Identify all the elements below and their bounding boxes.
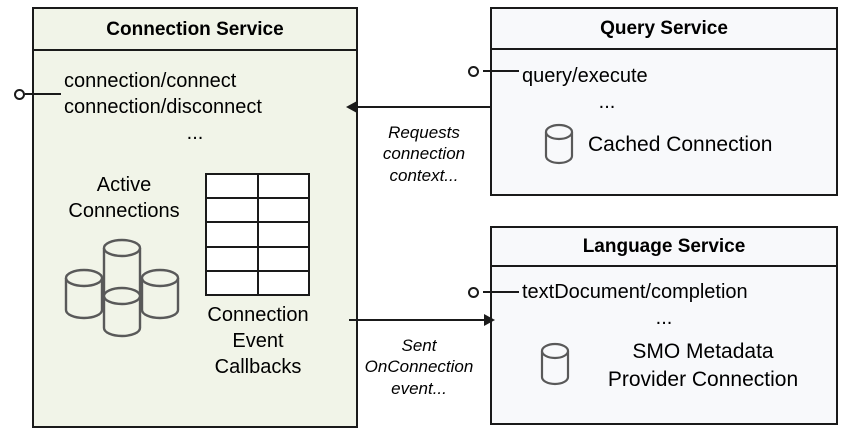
endpoint-connection-ellipsis: ...	[186, 122, 204, 144]
active-connections-cylinder-cluster	[56, 233, 192, 339]
smo-metadata-label-line1: SMO Metadata	[632, 340, 774, 363]
table-cell	[256, 197, 310, 224]
table-row	[205, 197, 310, 224]
table-cell	[205, 245, 259, 272]
database-cluster-icon	[64, 238, 180, 338]
edge-label-line1: Sent	[401, 336, 437, 355]
table-row	[205, 221, 310, 248]
endpoint-connection-connect: connection/connect	[64, 70, 237, 92]
cached-connection-database-icon	[542, 122, 576, 171]
table-cell	[205, 197, 259, 224]
component-query-service[interactable]: Query Service query/execute ... Cached C…	[490, 7, 838, 196]
query-service-provided-interface-icon[interactable]	[468, 66, 479, 77]
cached-connection-label: Cached Connection	[588, 133, 773, 156]
language-service-title: Language Service	[492, 228, 836, 267]
smo-metadata-database-icon	[538, 341, 572, 392]
edge-label-line3: context...	[389, 165, 459, 185]
endpoint-query-ellipsis: ...	[598, 91, 616, 113]
table-cell	[256, 172, 310, 200]
endpoint-connection-disconnect: connection/disconnect	[64, 96, 262, 118]
connection-service-title: Connection Service	[34, 9, 356, 51]
table-row	[205, 172, 310, 200]
connection-service-provided-interface-icon[interactable]	[14, 89, 25, 100]
connection-service-body: connection/connect connection/disconnect…	[34, 51, 356, 426]
smo-metadata-label-line2: Provider Connection	[607, 368, 799, 391]
edge-connection-to-language-arrowhead	[484, 314, 495, 326]
edge-query-to-connection-label: Requests connection context...	[364, 122, 484, 186]
endpoint-language-ellipsis: ...	[655, 307, 673, 329]
callbacks-label-line2: Event	[232, 330, 284, 352]
table-cell	[256, 269, 310, 297]
table-cell	[205, 221, 259, 248]
endpoint-query-execute: query/execute	[522, 65, 648, 87]
edge-label-line3: event...	[391, 378, 447, 398]
edge-label-line2: connection	[382, 144, 466, 164]
active-connections-label-line2: Connections	[68, 200, 180, 222]
edge-label-line1: Requests	[388, 123, 460, 142]
language-service-provided-interface-icon[interactable]	[468, 287, 479, 298]
callbacks-label-line1: Connection	[207, 304, 309, 326]
table-cell	[205, 172, 259, 200]
edge-connection-to-language-label: Sent OnConnection event...	[355, 335, 483, 399]
edge-query-to-connection-arrowhead	[346, 101, 357, 113]
query-service-body: query/execute ... Cached Connection	[492, 50, 836, 194]
language-service-interface-stem	[483, 291, 519, 293]
active-connections-label-line1: Active	[96, 174, 152, 196]
component-language-service[interactable]: Language Service textDocument/completion…	[490, 226, 838, 425]
edge-label-line2: OnConnection	[364, 357, 474, 377]
language-service-body: textDocument/completion ... SMO Metadata…	[492, 267, 836, 423]
table-row	[205, 269, 310, 297]
query-service-interface-stem	[483, 70, 519, 72]
edge-connection-to-language-line	[349, 319, 491, 321]
edge-query-to-connection-line	[357, 106, 491, 108]
query-service-title: Query Service	[492, 9, 836, 50]
connection-service-interface-stem	[25, 93, 61, 95]
callbacks-label-line3: Callbacks	[214, 356, 302, 378]
table-cell	[205, 269, 259, 297]
table-cell	[256, 245, 310, 272]
connection-event-callbacks-table	[205, 172, 310, 297]
table-row	[205, 245, 310, 272]
endpoint-textdocument-completion: textDocument/completion	[522, 281, 748, 303]
component-connection-service[interactable]: Connection Service connection/connect co…	[32, 7, 358, 428]
table-cell	[256, 221, 310, 248]
